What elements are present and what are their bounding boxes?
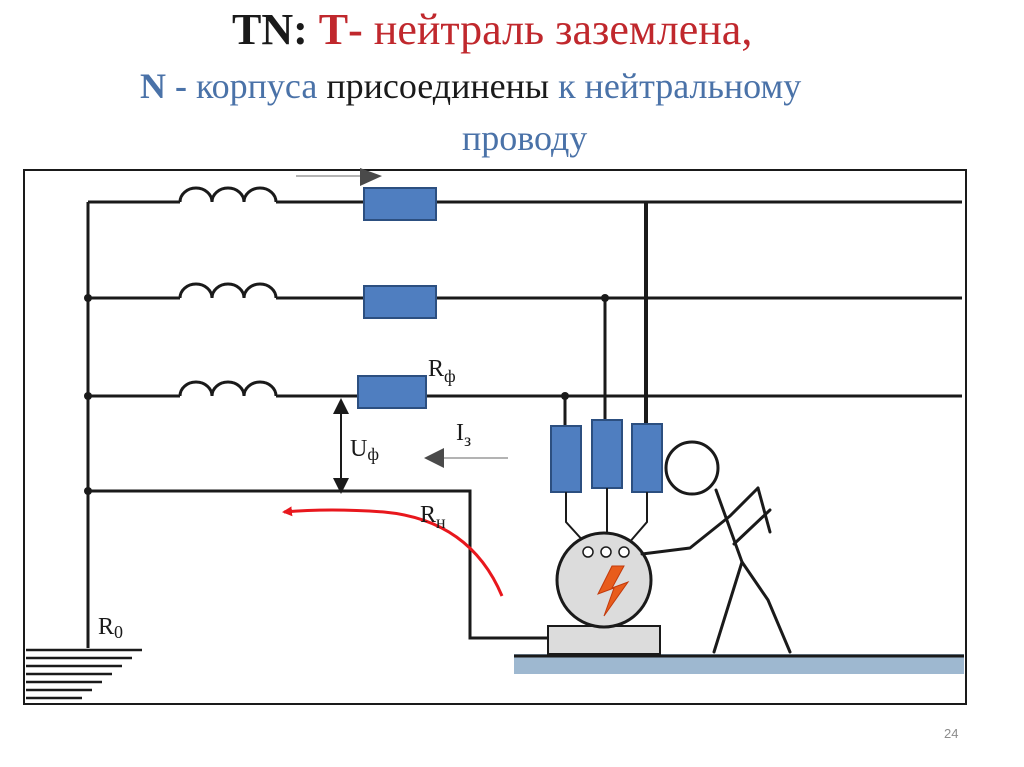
title-n-text-4: проводу [462, 118, 588, 158]
lightning-icon [596, 565, 630, 617]
phase-resistor-2 [363, 285, 437, 319]
motor-terminal [600, 546, 612, 558]
title-n-text-1: корпуса [196, 66, 318, 106]
motor-base [547, 625, 661, 655]
slide-number: 24 [944, 726, 959, 741]
junction-dot [561, 392, 569, 400]
i-fault-label: Iз [456, 420, 471, 450]
fault-current-path [282, 506, 504, 597]
title-line-2: N - корпуса присоединены к нейтральному [140, 66, 801, 106]
r-neutral-label: Rн [420, 502, 446, 532]
motor-terminal [582, 546, 594, 558]
earthing-icon [26, 648, 142, 700]
phase-resistor-3 [357, 375, 427, 409]
phase-line-1 [88, 186, 962, 204]
motor-lead-1 [565, 492, 587, 545]
title-t-letter: Т- [318, 5, 363, 54]
inductor-coil [178, 186, 278, 203]
voltage-arrow-head-up [333, 398, 349, 414]
r-phase-label: Rф [428, 356, 456, 386]
person-icon [640, 440, 792, 654]
phase-line-2 [88, 282, 962, 300]
neutral-wire [88, 489, 548, 640]
title-line-1: TN: Т- нейтраль заземлена, [232, 4, 752, 56]
title-line-3: проводу [462, 118, 587, 158]
voltage-arrow-head-down [333, 478, 349, 494]
ground-floor-bar [514, 654, 964, 674]
r-zero-label: R0 [98, 614, 123, 642]
u-phase-label: Uф [350, 436, 379, 464]
title-n-text-2: присоединены [326, 66, 550, 106]
fault-current-head [424, 448, 444, 468]
diagram-frame [23, 169, 967, 705]
motor-lead-3 [627, 492, 648, 545]
phase-resistor-1 [363, 187, 437, 221]
title-tn: TN: [232, 5, 308, 54]
motor-fuse-2 [591, 419, 623, 489]
current-arrow-head [360, 168, 382, 186]
inductor-coil [178, 380, 278, 397]
title-n-letter: N - [140, 66, 187, 106]
inductor-coil [178, 282, 278, 299]
junction-dot [601, 294, 609, 302]
motor-fuse-1 [550, 425, 582, 493]
motor-terminal [618, 546, 630, 558]
title-t-text: нейтраль заземлена, [373, 5, 753, 54]
phase-line-3 [88, 380, 962, 398]
title-n-text-3: к нейтральному [558, 66, 802, 106]
motor-fuse-3 [631, 423, 663, 493]
